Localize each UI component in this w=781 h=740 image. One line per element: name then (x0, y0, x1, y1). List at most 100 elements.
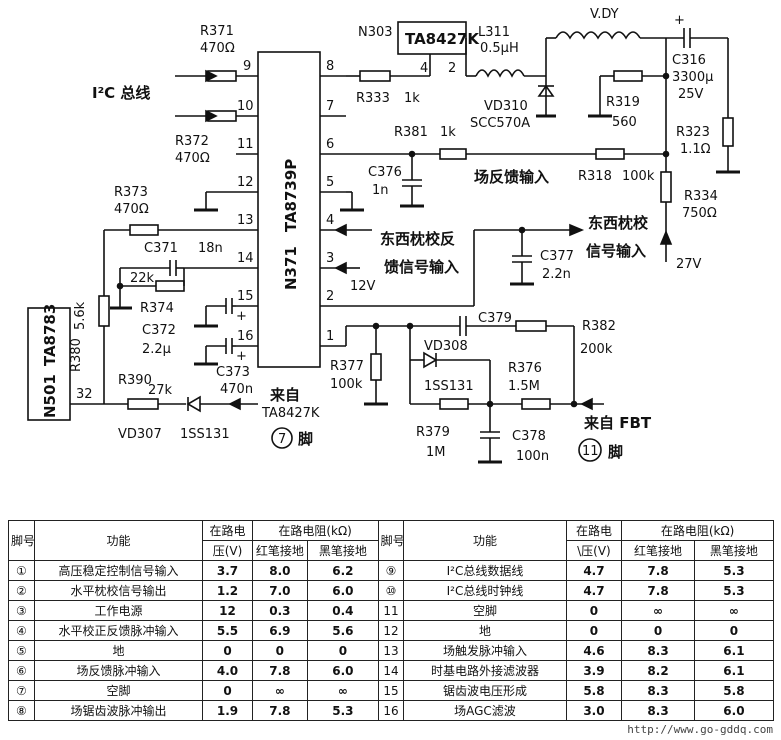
vd310-ref: VD310 (484, 99, 528, 114)
r371-value: 470Ω (200, 41, 235, 56)
n501-pin-32: 32 (76, 387, 93, 402)
vdy-label: V.DY (590, 7, 619, 22)
cell-voltage: 0 (202, 680, 253, 701)
ic-n303-part: TA8427K (405, 30, 480, 48)
pin-number: 6 (326, 137, 334, 152)
cell-pin-right: 11 (377, 600, 405, 621)
ic-n371-body (257, 51, 321, 368)
pin-numbers: 9 8 10 7 11 6 12 5 13 4 14 3 15 2 16 1 (237, 59, 334, 344)
cell-black: ∞ (307, 680, 379, 701)
cell-pin: ⑧ (8, 700, 35, 721)
pin-number: 1 (326, 329, 334, 344)
cell-pin-right: 15 (377, 680, 405, 701)
cell-voltage-right: 0 (565, 620, 623, 641)
cell-function: 地 (33, 640, 204, 661)
cell-pin-right: 14 (377, 660, 405, 681)
pin11-suffix: 脚 (608, 443, 623, 461)
pin-data-table-container: 脚号 功能 在路电 在路电阻(kΩ) 脚号 功能 在路电 在路电阻(kΩ) 压(… (8, 520, 775, 730)
header-function-right: 功能 (403, 520, 567, 561)
cell-voltage: 0 (202, 640, 253, 661)
cell-red-right: 7.8 (621, 560, 695, 581)
resistor-r373 (129, 224, 159, 236)
resistor-r390 (127, 398, 159, 410)
cell-red: 0.3 (251, 600, 309, 621)
c376-ref: C376 (368, 165, 402, 180)
vd307-ref: VD307 (118, 427, 162, 442)
pin-number: 11 (237, 137, 254, 152)
c378-value: 100n (516, 449, 549, 464)
cell-function-right: 锯齿波电压形成 (403, 680, 567, 701)
cell-pin: ② (8, 580, 35, 601)
pin-number: 3 (326, 251, 334, 266)
resistor-r372 (207, 110, 237, 122)
ic-n303-ref: N303 (358, 25, 393, 40)
resistor-r371 (207, 70, 237, 82)
vd308-value: 1SS131 (424, 379, 474, 394)
cell-black: 5.6 (307, 620, 379, 641)
r374-value: 22k (130, 271, 155, 286)
cell-function: 高压稳定控制信号输入 (33, 560, 204, 581)
pin-number: 5 (326, 175, 334, 190)
cell-function: 工作电源 (33, 600, 204, 621)
v12-label: 12V (350, 279, 376, 294)
cell-pin: ① (8, 560, 35, 581)
c377-value: 2.2n (542, 267, 571, 282)
diode-vd310 (537, 84, 555, 97)
c316-ref: C316 (672, 53, 706, 68)
c372-plus: + (236, 309, 247, 324)
cell-voltage: 1.9 (202, 700, 253, 721)
cell-red-right: 7.8 (621, 580, 695, 601)
cell-red-right: ∞ (621, 600, 695, 621)
pin-data-table: 脚号 功能 在路电 在路电阻(kΩ) 脚号 功能 在路电 在路电阻(kΩ) 压(… (8, 520, 775, 721)
inductor-l311 (475, 69, 525, 78)
r374-ref: R374 (140, 301, 174, 316)
c379-ref: C379 (478, 311, 512, 326)
r390-ref: R390 (118, 373, 152, 388)
cell-black-right: 6.1 (693, 660, 775, 681)
r382-value: 200k (580, 342, 613, 357)
cell-pin: ④ (8, 620, 35, 641)
pin-number: 8 (326, 59, 334, 74)
cell-black: 0.4 (307, 600, 379, 621)
cell-function: 场锯齿波脉冲输出 (33, 700, 204, 721)
cell-function: 场反馈脉冲输入 (33, 660, 204, 681)
cell-voltage: 4.0 (202, 660, 253, 681)
header-function: 功能 (33, 520, 204, 561)
r382-ref: R382 (582, 319, 616, 334)
cell-pin: ③ (8, 600, 35, 621)
pin-number: 12 (237, 175, 254, 190)
cell-function-right: I²C总线数据线 (403, 560, 567, 581)
cell-voltage-right: 4.7 (565, 580, 623, 601)
cell-red: ∞ (251, 680, 309, 701)
cell-red-right: 8.2 (621, 660, 695, 681)
c371-value: 18n (198, 241, 223, 256)
cell-function-right: 场AGC滤波 (403, 700, 567, 721)
cell-function: 水平校正反馈脉冲输入 (33, 620, 204, 641)
cell-voltage-right: 4.7 (565, 560, 623, 581)
cell-function-right: 空脚 (403, 600, 567, 621)
header-voltage: 在路电 (202, 520, 253, 541)
header-resistance: 在路电阻(kΩ) (251, 520, 379, 541)
cell-black: 6.0 (307, 580, 379, 601)
l311-value: 0.5μH (480, 41, 519, 56)
cell-pin: ⑤ (8, 640, 35, 661)
from-fbt-label: 来自 FBT (583, 414, 652, 432)
header-voltage-unit-right: \压(V) (565, 540, 623, 561)
cell-function-right: 地 (403, 620, 567, 641)
cell-red: 0 (251, 640, 309, 661)
pin-number: 16 (237, 329, 254, 344)
diode-vd308 (423, 351, 438, 369)
r334-ref: R334 (684, 189, 718, 204)
r333-ref: R333 (356, 91, 390, 106)
r380-ref: R380 (69, 338, 84, 372)
cell-function-right: 场触发脉冲输入 (403, 640, 567, 661)
r377-ref: R377 (330, 359, 364, 374)
pin11-circle-label: 11 (582, 444, 599, 459)
resistor-r374 (155, 280, 185, 292)
pin7-suffix: 脚 (298, 430, 313, 448)
from-ta8427k-label: 来自 (269, 386, 300, 404)
